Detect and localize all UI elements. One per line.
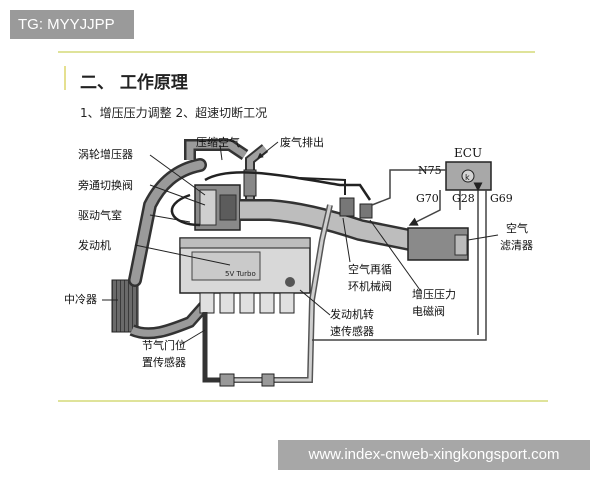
throttle-pipe — [202, 312, 230, 383]
label-speed-sensor-line1: 发动机转 — [330, 307, 374, 321]
leader-recirc-valve — [342, 217, 351, 263]
label-boost-solenoid-line1: 增压压力 — [412, 287, 456, 301]
leader-compressed-air — [219, 144, 223, 161]
leader-air-filter — [467, 234, 499, 241]
leader-throttle-sensor — [179, 329, 206, 346]
label-boost-solenoid-line2: 电磁阀 — [412, 304, 445, 318]
leader-exhaust — [257, 141, 279, 159]
label-exhaust: 废气排出 — [280, 135, 324, 149]
label-drive-chamber: 驱动气室 — [78, 208, 122, 222]
manifold-runner — [199, 292, 215, 314]
ecu-pin-g69: G69 — [490, 192, 513, 205]
ecu-wire-g69 — [312, 190, 487, 341]
label-bypass-valve: 旁通切换阀 — [78, 178, 133, 192]
leader-bypass-valve — [149, 184, 206, 206]
ecu-pin-g28: G28 — [452, 192, 475, 205]
top-divider — [58, 51, 535, 53]
label-speed-sensor-line2: 速传感器 — [330, 325, 374, 338]
ecu-wire-n75 — [371, 169, 446, 206]
slide-subtitle: 1、增压压力调整 2、超速切断工况 — [80, 106, 268, 120]
ecu-pin-g70: G70 — [416, 192, 439, 205]
recirc-hose — [299, 177, 346, 195]
leader-turbocharger — [149, 154, 206, 196]
label-throttle-sensor-line1: 节气门位 — [142, 338, 186, 352]
label-turbocharger: 涡轮增压器 — [78, 147, 133, 161]
ecu-wire-g70 — [408, 190, 441, 226]
recirculation-valve-body — [339, 197, 355, 217]
leader-speed-sensor — [299, 289, 331, 316]
engine-badge: 5V Turbo — [225, 270, 256, 278]
label-recirc-valve-line2: 环机械阀 — [348, 279, 392, 293]
intercooler-core — [111, 279, 139, 333]
bottom-divider — [58, 400, 548, 402]
manifold-runner — [259, 292, 275, 314]
ecu-title: ECU — [454, 146, 482, 160]
label-compressed-air: 压缩空气 — [196, 135, 240, 149]
label-intercooler: 中冷器 — [64, 293, 97, 306]
leader-drive-chamber — [149, 214, 191, 223]
svg-text:k: k — [465, 173, 470, 182]
boost-solenoid-body — [359, 203, 373, 219]
ecu-indicator — [461, 169, 475, 183]
manifold-runner — [239, 292, 255, 314]
label-throttle-sensor-line2: 置传感器 — [142, 356, 186, 369]
label-engine: 发动机 — [78, 238, 111, 252]
slide-title: 二、 工作原理 — [80, 73, 188, 93]
label-air-filter-line2: 滤清器 — [500, 239, 533, 252]
label-air-filter-line1: 空气 — [506, 221, 528, 235]
watermark-url: www.index-cnweb-xingkongsport.com — [278, 440, 590, 470]
boost-hose — [170, 193, 201, 227]
boost-hose — [204, 171, 372, 201]
manifold-runner — [219, 292, 235, 314]
leader-boost-solenoid — [369, 219, 421, 291]
manifold-runner — [279, 292, 295, 314]
throttle-body — [219, 373, 235, 387]
leader-engine — [134, 244, 231, 266]
label-recirc-valve-line1: 空气再循 — [348, 262, 392, 276]
title-accent-bar — [64, 66, 66, 90]
ecu-pin-n75: N75 — [418, 164, 442, 177]
bypass-element — [261, 373, 275, 387]
source-tag: TG: MYYJJPP — [10, 10, 134, 39]
